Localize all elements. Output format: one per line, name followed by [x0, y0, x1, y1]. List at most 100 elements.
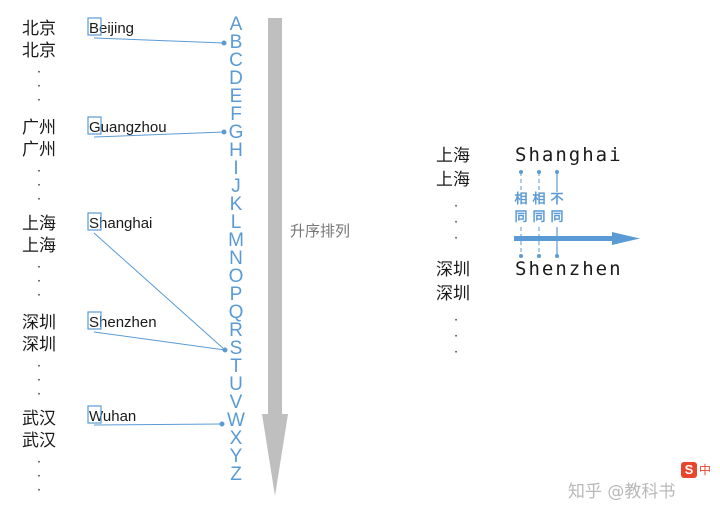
- compare-char: 不: [550, 192, 564, 207]
- alphabet-letter: Y: [229, 446, 243, 467]
- compare-arrow-shaft: [514, 236, 620, 241]
- ellipsis-dot: ·: [37, 469, 41, 483]
- ellipsis-dot: ·: [37, 373, 41, 387]
- alphabet-letter: D: [229, 68, 243, 89]
- connector-dot: [222, 347, 228, 353]
- ellipsis-dot: ·: [37, 455, 41, 469]
- compare-dot: [537, 170, 541, 174]
- city-chinese: 上海: [22, 214, 56, 234]
- compare-dot: [519, 170, 523, 174]
- ellipsis-dot: ·: [37, 359, 41, 373]
- alphabet-letter: P: [229, 284, 243, 305]
- alphabet-letter: F: [230, 104, 242, 125]
- alphabet-letter: G: [228, 122, 244, 143]
- ellipsis-dot: ·: [454, 231, 458, 245]
- ellipsis-dot: ·: [454, 199, 458, 213]
- ellipsis-dot: ·: [37, 288, 41, 302]
- compare-arrow-head: [612, 232, 640, 245]
- compare-char: 同: [550, 210, 564, 225]
- city-chinese: 武汉: [22, 409, 56, 429]
- alphabet-letter: C: [229, 50, 243, 71]
- alphabet-letter: J: [231, 176, 241, 197]
- city-chinese: 深圳: [436, 284, 470, 304]
- connector-line: [93, 232, 226, 351]
- ellipsis-dot: ·: [37, 274, 41, 288]
- alphabet-letter: W: [227, 410, 245, 431]
- compare-char: 同: [532, 210, 546, 225]
- city-chinese: 广州: [22, 118, 56, 138]
- pinyin-shenzhen: Shenzhen: [515, 258, 623, 280]
- alphabet-letter: A: [229, 14, 243, 35]
- compare-dot: [519, 254, 523, 258]
- pinyin-label: Beijing: [89, 20, 135, 37]
- alphabet-letter: V: [229, 392, 243, 413]
- city-chinese: 武汉: [22, 431, 56, 451]
- connector-line: [93, 131, 225, 138]
- alphabet-letter: K: [229, 194, 243, 215]
- ellipsis-dot: ·: [37, 260, 41, 274]
- ellipsis-dot: ·: [37, 483, 41, 497]
- ellipsis-dot: ·: [37, 93, 41, 107]
- pinyin-label: Shanghai: [89, 215, 153, 232]
- alphabet-letter: Q: [228, 302, 244, 323]
- badge-label: 中: [699, 463, 712, 477]
- connector-dot: [221, 129, 227, 135]
- ellipsis-dot: ·: [454, 215, 458, 229]
- s-logo-icon: S: [681, 462, 697, 478]
- alphabet-letter: N: [229, 248, 243, 269]
- connector-dot: [221, 40, 227, 46]
- ellipsis-dot: ·: [37, 79, 41, 93]
- alphabet-letter: S: [229, 338, 243, 359]
- alphabet-letter: U: [229, 374, 243, 395]
- city-chinese: 广州: [22, 140, 56, 160]
- ellipsis-dot: ·: [37, 178, 41, 192]
- compare-dot: [555, 254, 559, 258]
- first-letter-box: [87, 212, 102, 231]
- ellipsis-dot: ·: [37, 387, 41, 401]
- first-letter-box: [87, 116, 102, 135]
- ellipsis-dot: ·: [454, 345, 458, 359]
- pinyin-label: Shenzhen: [89, 314, 157, 331]
- compare-char: 相: [532, 192, 546, 207]
- compare-char: 相: [514, 192, 528, 207]
- connector-dot: [219, 421, 225, 427]
- city-chinese: 深圳: [22, 313, 56, 333]
- alphabet-letter: X: [229, 428, 243, 449]
- alphabet-letter: O: [228, 266, 244, 287]
- ellipsis-dot: ·: [37, 65, 41, 79]
- sort-label: 升序排列: [290, 222, 351, 240]
- first-letter-box: [87, 17, 102, 36]
- sort-arrow-shaft: [268, 18, 282, 418]
- pinyin-shanghai: Shanghai: [515, 144, 623, 166]
- alphabet-letter: M: [228, 230, 244, 251]
- first-letter-box: [87, 405, 102, 424]
- alphabet-letter: B: [229, 32, 243, 53]
- compare-char: 同: [514, 210, 528, 225]
- city-chinese: 上海: [436, 146, 470, 166]
- alphabet-letter: R: [229, 320, 243, 341]
- sort-arrow-head: [262, 414, 288, 496]
- ellipsis-dot: ·: [454, 313, 458, 327]
- connector-line: [93, 423, 223, 426]
- alphabet-letter: L: [230, 212, 242, 233]
- watermark-text: 知乎 @教科书: [568, 482, 676, 502]
- alphabet-letter: T: [230, 356, 242, 377]
- first-letter-box: [87, 311, 102, 330]
- pinyin-label: Guangzhou: [89, 119, 167, 136]
- connector-line: [93, 37, 225, 44]
- alphabet-letter: I: [233, 158, 239, 179]
- alphabet-letter: E: [229, 86, 243, 107]
- connector-line: [93, 331, 226, 351]
- city-chinese: 深圳: [436, 260, 470, 280]
- city-chinese: 北京: [22, 19, 56, 39]
- compare-dot: [537, 254, 541, 258]
- city-chinese: 北京: [22, 41, 56, 61]
- city-chinese: 深圳: [22, 335, 56, 355]
- ellipsis-dot: ·: [37, 192, 41, 206]
- alphabet-letter: Z: [230, 464, 242, 485]
- alphabet-letter: H: [229, 140, 243, 161]
- compare-dot: [555, 170, 559, 174]
- city-chinese: 上海: [436, 170, 470, 190]
